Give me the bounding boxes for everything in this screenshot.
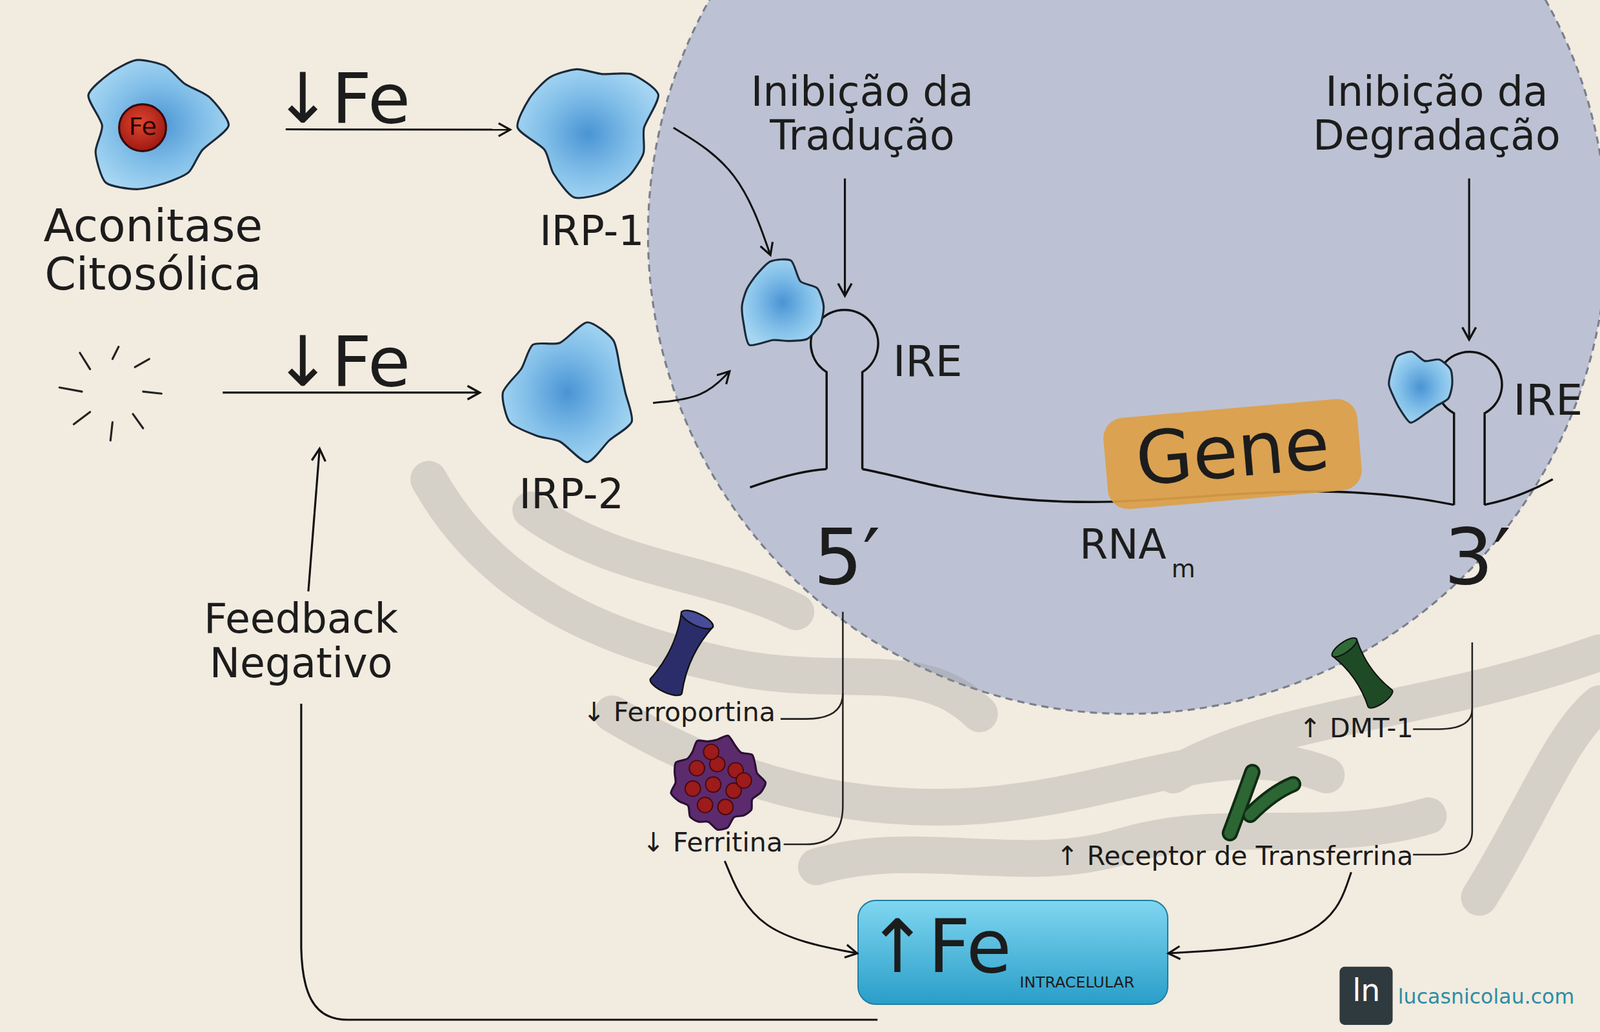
subscript-label: m [1171, 556, 1213, 583]
strand-end-label: 5′ [796, 515, 899, 600]
receptor-icon: ↑ Receptor de Transferrina [1025, 754, 1414, 873]
inhibition-arrow [843, 178, 846, 297]
reticulum-shapes [429, 479, 1600, 898]
channel-top [1329, 635, 1360, 661]
fragment-line [143, 391, 162, 394]
result-box: ↑FeINTRACELULAR [857, 900, 1169, 1006]
reticulum-shape [1173, 652, 1600, 776]
leader-lines [780, 612, 1473, 855]
connector-arrow [652, 371, 730, 404]
fragment-line [112, 347, 119, 360]
feedback-arrow [308, 449, 320, 592]
hairpin-element: IRE [729, 254, 985, 475]
channel-protein [1329, 635, 1395, 713]
leader-line [783, 693, 844, 845]
receptor-arm [1229, 772, 1253, 834]
bound-protein [1389, 351, 1453, 423]
edge-label: ↓Fe [273, 61, 448, 137]
ferritin-shell [670, 735, 766, 830]
iron-dot [689, 760, 705, 777]
iron-dot [718, 799, 734, 815]
connector-arrow [673, 127, 771, 255]
leader-line [1412, 642, 1473, 730]
hairpin-element: IRE [1382, 341, 1597, 511]
receptor-arm [1249, 784, 1293, 815]
node-label: Aconitase Citosólica [20, 201, 286, 299]
fragment-line [132, 414, 144, 429]
hairpin-loop [810, 310, 879, 470]
protein-shape [88, 60, 230, 190]
protein-shape [517, 69, 659, 199]
ferritin-icon: ↓ Ferritina [607, 736, 783, 862]
mrna-line [1484, 479, 1553, 506]
iron-dot [736, 772, 752, 789]
node-label: ↓ Ferroportina [583, 698, 776, 727]
node-label: IRE [892, 338, 985, 386]
feedback-line [301, 703, 878, 1020]
node-label: INTRACELULAR [1019, 974, 1162, 992]
fragment-line [73, 412, 90, 425]
fragment-line [59, 387, 82, 392]
node-label: IRE [1513, 377, 1598, 424]
watermark-text: lucasnicolau.com [1398, 985, 1600, 1008]
node-label: Fe [118, 113, 168, 140]
protein-shape [502, 322, 633, 463]
node-label: ↑ Receptor de Transferrina [1056, 841, 1413, 871]
node-label: ↓ Ferritina [642, 828, 784, 857]
iron-dot [685, 781, 701, 797]
channel-top [678, 607, 716, 633]
bound-protein [741, 259, 824, 346]
receptor-arm [1229, 772, 1253, 834]
connector-arrow [1168, 872, 1351, 954]
node-label: ↑Fe [866, 907, 1020, 987]
transporter-icon: ↓ Ferroportina [556, 612, 776, 733]
connector-arrow [285, 128, 511, 131]
protein-blob: IRP-2 [489, 321, 653, 520]
receptor-shape [1229, 772, 1293, 834]
enzyme-blob: FeAconitase Citosólica [20, 50, 286, 297]
iron-dot [705, 776, 722, 793]
process-label: ↓Fe [273, 324, 448, 400]
connector-arrow [724, 861, 857, 954]
leader-line [1412, 709, 1473, 855]
leader-line [780, 612, 843, 720]
transporter-icon: ↑ DMT-1 [1285, 630, 1414, 745]
node-label: IRP-1 [510, 209, 674, 253]
fragment-line [134, 359, 150, 368]
receptor-arm [1249, 784, 1293, 815]
annotation-text: Inibição da Tradução [709, 69, 1015, 159]
iron-dot [697, 797, 713, 813]
reticulum-shape [429, 479, 980, 715]
channel-protein [647, 607, 716, 700]
protein-blob: IRP-1 [510, 56, 674, 255]
logo-text: ln [1340, 974, 1393, 1008]
iron-dot [703, 744, 720, 760]
inhibition-arrow [1468, 178, 1471, 340]
degraded-protein [59, 347, 162, 441]
fragment-line [80, 352, 91, 370]
feedback-label: Feedback Negativo [168, 596, 434, 686]
node-label: IRP-2 [489, 472, 653, 517]
shape-outline [1382, 341, 1597, 511]
fragment-line [110, 422, 113, 441]
node-label: ↑ DMT-1 [1299, 714, 1414, 743]
iron-atom: Fe [118, 103, 168, 153]
annotation-text: Inibição da Degradação [1283, 69, 1590, 159]
mrna-line [750, 469, 828, 488]
reticulum-shape [530, 510, 797, 613]
logo-box [1339, 967, 1393, 1026]
strand-end-label: 3′ [1426, 515, 1529, 600]
reticulum-shape [1479, 703, 1600, 898]
